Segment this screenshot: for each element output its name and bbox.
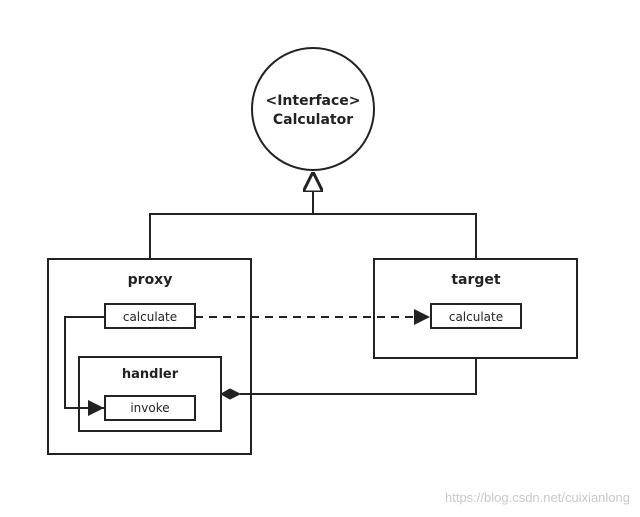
proxy-box: proxy calculate handler invoke [47,258,252,455]
interface-circle [251,47,375,171]
composition-diamond-icon [219,388,242,400]
interface-calculator: <Interface> Calculator [251,47,375,171]
target-calculate-label: calculate [449,310,503,324]
invoke-box [104,395,196,421]
target-calculate-box [430,303,522,329]
realization-branch-line [149,213,477,259]
watermark: https://blog.csdn.net/cuixianlong [444,490,630,505]
invoke-label: invoke [130,401,169,415]
calculate-to-invoke-arrow [64,316,105,416]
realization-connector [149,172,477,259]
target-box: target calculate [373,258,578,359]
target-title: target [451,272,501,288]
interface-name: Calculator [273,112,353,128]
handler-title: handler [122,367,179,382]
composition-line [240,358,477,395]
proxy-title: proxy [128,272,173,288]
proxy-calculate-label: calculate [123,310,177,324]
interface-stereotype: <Interface> [265,93,360,109]
